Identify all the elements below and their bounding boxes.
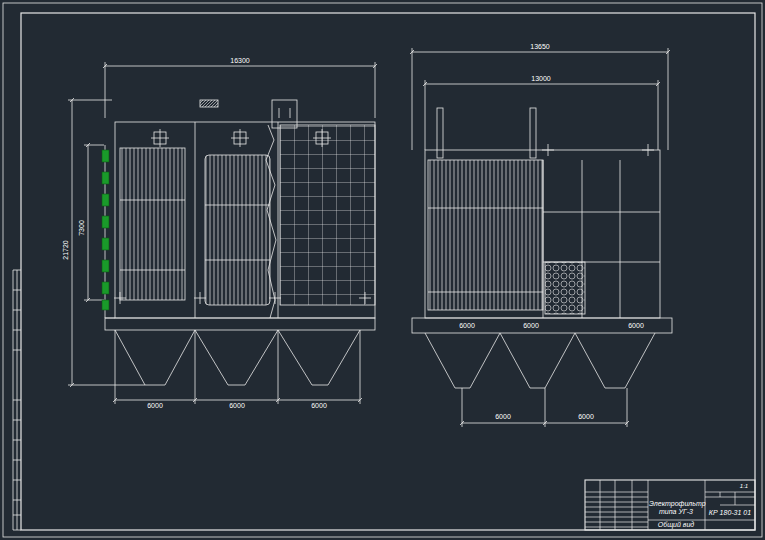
title-block-text: Общий вид	[657, 521, 696, 529]
dimension-text: 6000	[228, 402, 246, 410]
dimension-text: 6000	[627, 322, 645, 330]
dimension-text: 6000	[494, 413, 512, 421]
title-block-text: 1:1	[739, 482, 749, 490]
front-view	[410, 48, 672, 427]
title-block-text: Электрофильтр типа УГ-3	[648, 500, 704, 516]
title-block-text: КР 180-31 01	[708, 509, 752, 517]
dimension-text: 16300	[229, 57, 250, 65]
dimension-text: 6000	[310, 402, 328, 410]
dimension-text: 21720	[62, 239, 70, 260]
dimension-text: 6000	[522, 322, 540, 330]
dimension-text: 7300	[78, 219, 86, 237]
sheet-frame	[3, 3, 762, 537]
title-block	[585, 480, 755, 530]
dimension-text: 13000	[530, 75, 551, 83]
dimension-text: 13650	[529, 43, 550, 51]
dimension-text: 6000	[146, 402, 164, 410]
dimension-text: 6000	[577, 413, 595, 421]
side-view	[68, 62, 377, 404]
dimension-text: 6000	[458, 322, 476, 330]
insulator-column	[102, 150, 109, 310]
